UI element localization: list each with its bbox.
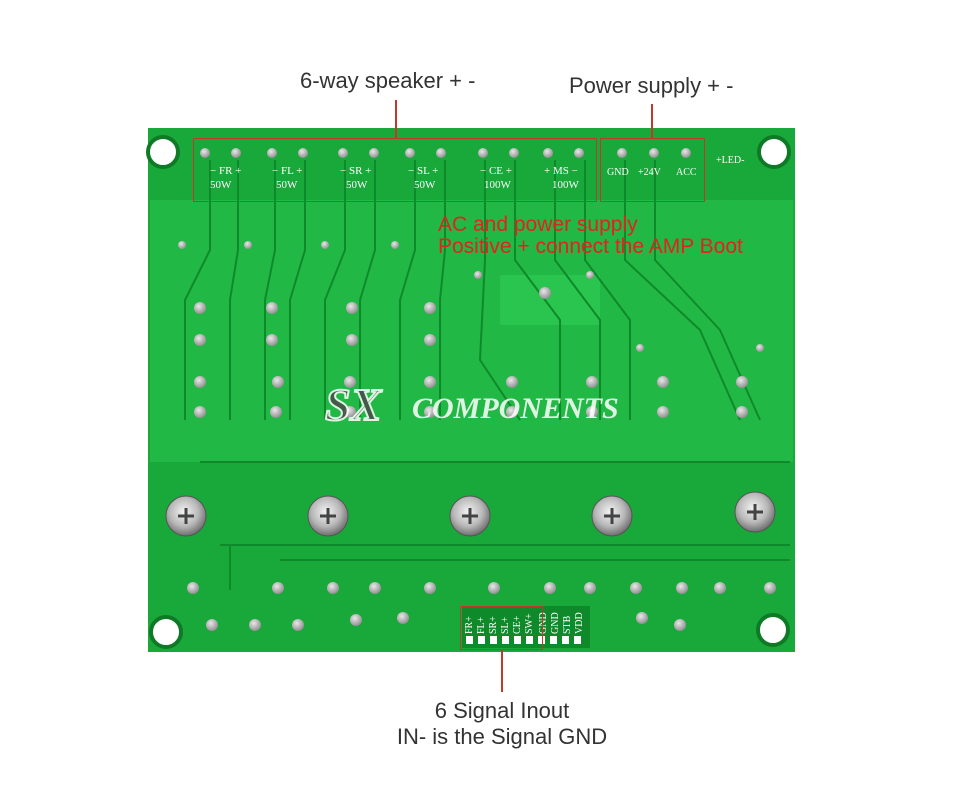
channel-sr-power: 50W bbox=[346, 179, 368, 191]
mounting-holes bbox=[146, 135, 791, 649]
svg-text:SW+: SW+ bbox=[524, 613, 535, 634]
led-label: +LED- bbox=[716, 155, 744, 166]
svg-text:GND: GND bbox=[550, 612, 561, 634]
channel-fr-power: 50W bbox=[210, 179, 232, 191]
speaker-terminal-pads bbox=[200, 148, 691, 158]
terminal-acc-label: ACC bbox=[676, 167, 697, 178]
channel-ms-power: 100W bbox=[552, 179, 580, 191]
svg-text:SR+: SR+ bbox=[488, 616, 499, 634]
power-terminal-box bbox=[600, 138, 705, 202]
channel-fl-power: 50W bbox=[276, 179, 298, 191]
svg-text:FR+: FR+ bbox=[464, 616, 475, 634]
channel-fl-label: − FL + bbox=[272, 165, 302, 177]
signal-callout: 6 Signal Inout IN- is the Signal GND bbox=[302, 698, 702, 750]
copper-region-right bbox=[500, 275, 600, 325]
terminal-24v-label: +24V bbox=[638, 167, 662, 178]
power-note: AC and power supply Positive + connect t… bbox=[438, 214, 743, 258]
svg-text:GND: GND bbox=[538, 612, 549, 634]
signal-pin-labels: FR+ FL+ SR+ SL+ CE+ SW+ GND GND STB VDD bbox=[464, 612, 585, 634]
svg-text:SX: SX bbox=[325, 379, 383, 430]
watermark-logo: SX COMPONENTS bbox=[324, 378, 619, 431]
signal-callout-line2: IN- is the Signal GND bbox=[396, 724, 608, 749]
signal-callout-line1: 6 Signal Inout bbox=[434, 698, 570, 723]
channel-sr-label: − SR + bbox=[340, 165, 371, 177]
signal-header bbox=[462, 606, 590, 648]
channel-fr-label: − FR + bbox=[210, 165, 241, 177]
power-note-line2: Positive + connect the AMP Boot bbox=[438, 235, 743, 258]
traces bbox=[184, 160, 790, 590]
speaker-leader bbox=[395, 100, 397, 138]
copper-region bbox=[150, 200, 793, 462]
svg-text:CE+: CE+ bbox=[512, 615, 523, 634]
signal-header-box bbox=[460, 606, 543, 650]
channel-ms-label: + MS − bbox=[544, 165, 578, 177]
signal-leader bbox=[501, 650, 503, 692]
speaker-terminal-box bbox=[193, 138, 597, 202]
terminal-gnd-label: GND bbox=[607, 167, 629, 178]
power-note-line1: AC and power supply bbox=[438, 213, 638, 236]
channel-ce-label: − CE + bbox=[480, 165, 512, 177]
solder-pads bbox=[178, 241, 776, 631]
channel-ce-power: 100W bbox=[484, 179, 512, 191]
heatsink-screws bbox=[165, 491, 776, 537]
svg-text:FL+: FL+ bbox=[476, 616, 487, 634]
speaker-callout: 6-way speaker + - bbox=[300, 68, 476, 93]
svg-text:COMPONENTS: COMPONENTS bbox=[412, 392, 619, 425]
channel-sl-power: 50W bbox=[414, 179, 436, 191]
svg-text:SL+: SL+ bbox=[500, 616, 511, 634]
power-leader bbox=[651, 104, 653, 138]
svg-text:STB: STB bbox=[562, 615, 573, 634]
svg-text:VDD: VDD bbox=[574, 612, 585, 634]
channel-sl-label: − SL + bbox=[408, 165, 438, 177]
power-callout: Power supply + - bbox=[569, 73, 734, 98]
